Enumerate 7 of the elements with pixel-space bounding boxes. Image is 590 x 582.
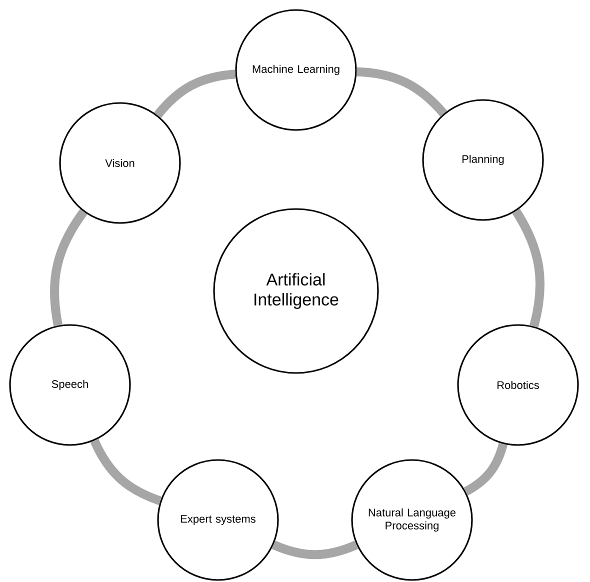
ring-segment xyxy=(272,540,358,560)
ring-segment xyxy=(464,442,508,496)
ring-segment xyxy=(512,208,545,328)
ring-segment xyxy=(90,438,162,506)
ring-segment xyxy=(50,209,88,326)
ring-segment xyxy=(356,67,448,117)
ring-segment xyxy=(154,70,236,118)
